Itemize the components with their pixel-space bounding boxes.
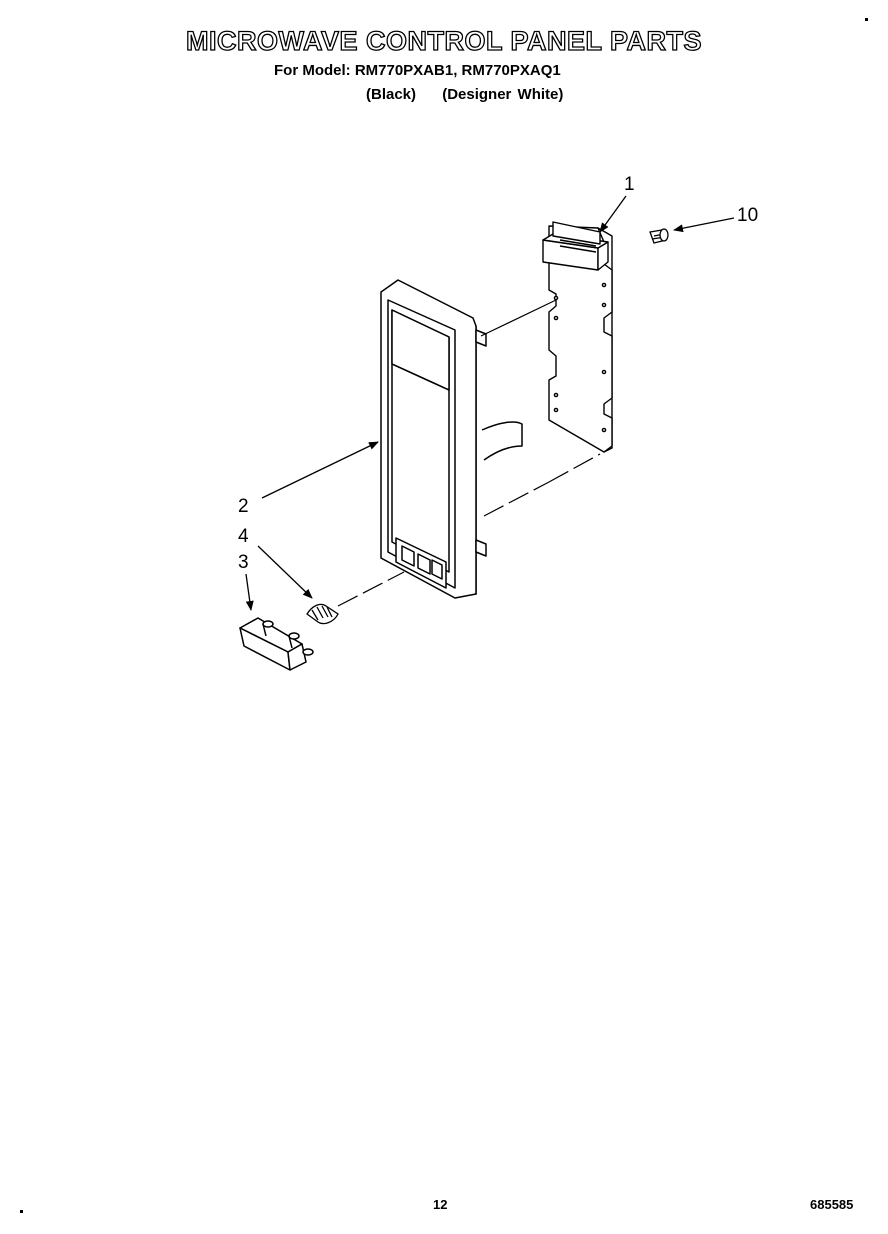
page-title: MICROWAVE CONTROL PANEL PARTS (185, 25, 703, 56)
color-variants: (Black) (Designer White) (366, 86, 583, 103)
model-line: For Model: RM770PXAB1, RM770PXAQ1 (274, 62, 561, 79)
document-number: 685585 (810, 1197, 854, 1212)
corner-mark-top (865, 18, 868, 21)
control-panel-frame-part (380, 279, 523, 599)
callout-2: 2 (238, 496, 249, 517)
callout-1: 1 (624, 174, 635, 195)
push-button-part (239, 617, 314, 671)
corner-mark-bottom (20, 1210, 23, 1213)
spring-part (306, 603, 339, 625)
control-board-part (542, 221, 613, 453)
callout-4: 4 (238, 526, 249, 547)
screw-part (649, 228, 669, 244)
variant-black: (Black) (366, 86, 417, 103)
callout-3: 3 (238, 552, 249, 573)
callout-arrows (245, 195, 735, 611)
page-number: 12 (433, 1197, 448, 1212)
assembly-guide-lines (337, 299, 601, 607)
callout-10: 10 (737, 205, 758, 226)
variant-white: (Designer White) (442, 86, 564, 103)
